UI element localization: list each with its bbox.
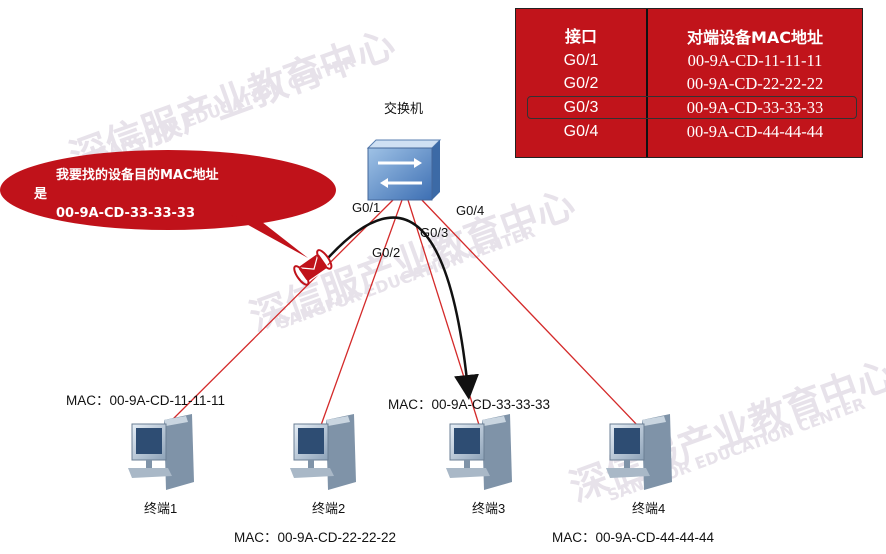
table-cell-mac: 00-9A-CD-22-22-22 (686, 74, 824, 93)
table-cell-mac: 00-9A-CD-11-11-11 (687, 51, 823, 70)
link-g0-1 (161, 197, 396, 431)
terminal-2-name: 终端2 (312, 501, 346, 516)
port-label-g0-4: G0/4 (456, 203, 485, 218)
table-row-highlight (527, 96, 857, 119)
bubble-line-2: 是 (34, 187, 48, 202)
mac-address-table: 接口 对端设备MAC地址 G0/1 00-9A-CD-11-11-11 G0/2… (515, 8, 863, 158)
bubble-line-3: 00-9A-CD-33-33-33 (56, 206, 196, 221)
speech-bubble (0, 150, 336, 258)
computer-icon (606, 414, 672, 490)
table-column-divider (516, 9, 648, 157)
table-cell-port: G0/1 (563, 52, 599, 69)
frame-path-arrow (327, 216, 479, 400)
computer-icon (446, 414, 512, 490)
switch-icon (366, 139, 442, 201)
table-header-mac: 对端设备MAC地址 (686, 28, 824, 47)
table-header-port: 接口 (564, 29, 597, 46)
envelope-icon (293, 249, 333, 286)
table-cell-mac: 00-9A-CD-44-44-44 (686, 122, 824, 141)
terminal-3-mac: MAC：00-9A-CD-33-33-33 (388, 397, 551, 412)
port-label-g0-1: G0/1 (352, 200, 381, 215)
computer-icon (128, 414, 194, 490)
terminal-1-mac: MAC：00-9A-CD-11-11-11 (66, 393, 226, 408)
switch-label: 交换机 (384, 101, 424, 116)
computer-icon (290, 414, 356, 490)
terminal-2-mac: MAC：00-9A-CD-22-22-22 (234, 530, 397, 545)
terminal-1-name: 终端1 (144, 501, 178, 516)
table-cell-port: G0/3 (563, 99, 599, 116)
table-cell-port: G0/4 (563, 123, 599, 140)
terminal-4-mac: MAC：00-9A-CD-44-44-44 (552, 530, 715, 545)
port-label-g0-2: G0/2 (372, 245, 401, 260)
terminal-4-name: 终端4 (632, 501, 666, 516)
bubble-text: 我要找的设备目的MAC地址 是 00-9A-CD-33-33-33 (34, 166, 219, 223)
port-label-g0-3: G0/3 (420, 225, 449, 240)
link-g0-2 (319, 199, 403, 429)
table-cell-port: G0/2 (563, 75, 599, 92)
link-g0-4 (419, 197, 641, 429)
terminal-3-name: 终端3 (472, 501, 506, 516)
bubble-line-1: 我要找的设备目的MAC地址 (56, 168, 219, 183)
table-cell-mac: 00-9A-CD-33-33-33 (686, 98, 824, 117)
